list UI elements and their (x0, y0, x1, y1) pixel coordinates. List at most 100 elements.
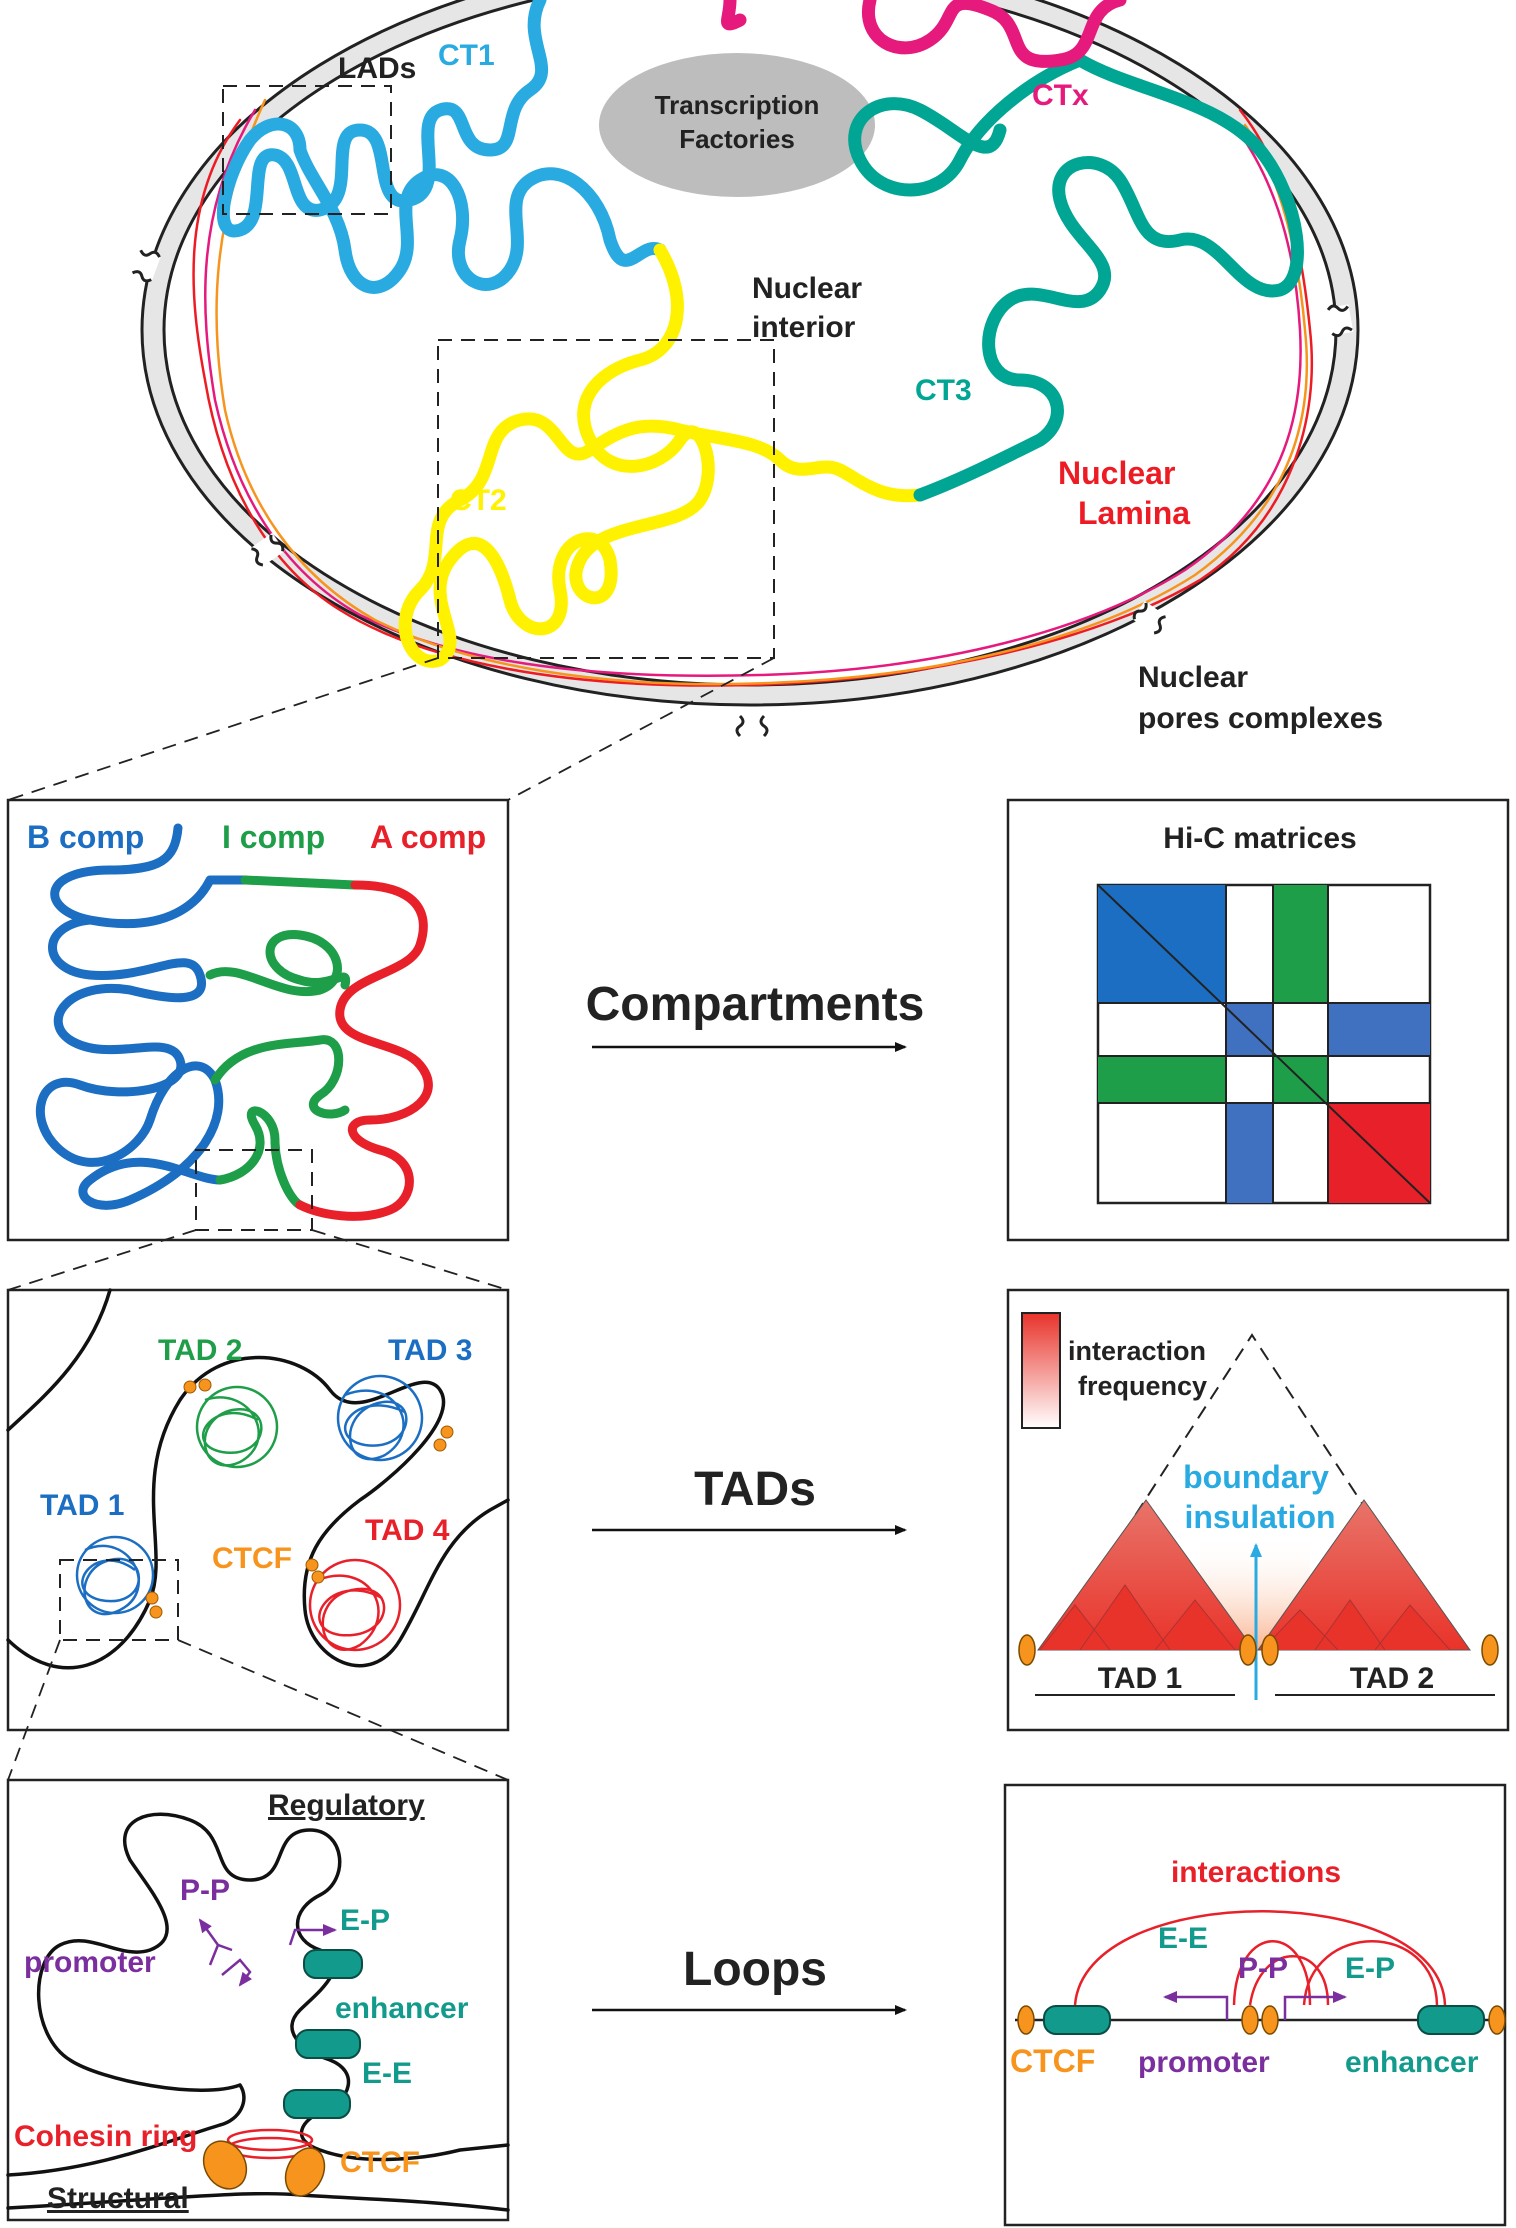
ep-arrow (288, 1924, 337, 1946)
loops-arrow-label: Loops (683, 1943, 827, 1996)
boundary-label-2: insulation (1184, 1499, 1335, 1535)
i-compartment-chromatin (205, 875, 360, 1210)
zoom-line (177, 1639, 509, 1781)
zoom-line (7, 1229, 197, 1291)
tads-panel: TAD 2 TAD 3 TAD 1 TAD 4 CTCF TADs intera… (6, 1288, 1510, 1732)
a-comp-label: A comp (370, 819, 486, 855)
enhancer-box (303, 1949, 363, 1979)
enhancer-box (1417, 2005, 1485, 2035)
pp-arrows (200, 1920, 233, 1966)
interaction-arcs (1073, 1910, 1447, 2006)
zoom-line (7, 657, 439, 801)
r-ee-label: E-E (1158, 1922, 1208, 1955)
nuclear-interior-label-2: interior (752, 311, 856, 344)
nuclear-lamina-label-2: Lamina (1078, 495, 1190, 531)
sub-tad-triangles (1039, 1584, 1451, 1651)
regulatory-label: Regulatory (268, 1789, 425, 1822)
tad-4-globule (308, 1558, 402, 1652)
tads-arrow-label: TADs (694, 1463, 816, 1516)
tads-chromatin-fiber (6, 1288, 510, 1670)
hic-cell-i (1098, 1056, 1226, 1103)
tad-2-label: TAD 2 (158, 1334, 242, 1367)
lads-label: LADs (338, 52, 416, 85)
nuclear-pore-complex (130, 248, 162, 283)
a-compartment-chromatin (295, 880, 433, 1221)
nuclear-lamina-label-1: Nuclear (1058, 455, 1175, 491)
tad-1-label: TAD 1 (40, 1489, 124, 1522)
legend-label-2: frequency (1078, 1371, 1207, 1401)
nuclear-pore-complex (1326, 304, 1354, 338)
pp-arrows-2 (221, 1958, 253, 1987)
hic-matrices-title: Hi-C matrices (1163, 822, 1356, 855)
transcription-factories-label-1: Transcription (655, 90, 820, 120)
hic-cell-i (1273, 885, 1328, 1003)
loops-panel: Regulatory Structural P-P E-P promoter e… (6, 1778, 1507, 2227)
boundary-label-1: boundary (1183, 1459, 1329, 1495)
ct2-zoom-box (437, 339, 775, 659)
lads-region-box (222, 85, 392, 215)
ct3-label: CT3 (915, 374, 972, 407)
i-comp-label: I comp (222, 819, 325, 855)
nuclear-lamina-line-3 (215, 98, 1309, 686)
transcription-factories-label-2: Factories (679, 124, 795, 154)
zoom-line (507, 657, 775, 801)
promoter-arrow-left (1163, 1991, 1229, 2020)
ct3-chromosome (848, 53, 1304, 502)
compartments-box (6, 798, 510, 1242)
nuclear-lamina-line-2 (204, 108, 1302, 677)
linear-enhancers (1043, 2005, 1485, 2035)
enhancer-box (1043, 2005, 1111, 2035)
ctcf-label: CTCF (212, 1542, 292, 1575)
nuclear-pores-label-1: Nuclear (1138, 661, 1248, 694)
tad-1-axis-label: TAD 1 (1098, 1662, 1182, 1695)
linear-ctcf-sites (1017, 2005, 1506, 2035)
tad-2-axis-label: TAD 2 (1350, 1662, 1434, 1695)
compartments-panel: B comp I comp A comp Compartments Hi-C m… (6, 798, 1510, 1242)
compartments-arrow-label: Compartments (586, 978, 925, 1031)
enhancer-label: enhancer (335, 1992, 469, 2025)
legend-label-1: interaction (1068, 1336, 1206, 1366)
ctx-chromosome (721, 0, 1127, 68)
b-comp-label: B comp (27, 819, 144, 855)
enhancer-box (283, 2089, 351, 2119)
ctx-label: CTx (1032, 79, 1089, 112)
tad-4-label: TAD 4 (365, 1514, 450, 1547)
cohesin-ring-label: Cohesin ring (14, 2120, 197, 2153)
zoom-line (311, 1229, 509, 1291)
r-ctcf-label: CTCF (1010, 2043, 1095, 2079)
nucleus-panel: LADs CT1 CT2 CT3 CTx Transcription Facto… (130, 0, 1383, 738)
ep-label: E-P (340, 1904, 390, 1937)
interaction-frequency-legend (1021, 1312, 1061, 1429)
hic-matrix (1096, 883, 1432, 1205)
pp-label: P-P (180, 1874, 230, 1907)
r-enhancer-label: enhancer (1345, 2046, 1479, 2079)
nuclear-pores-label-2: pores complexes (1138, 702, 1383, 735)
loops-box (6, 1778, 510, 2222)
r-promoter-label: promoter (1138, 2046, 1270, 2079)
tad-2-globule (195, 1385, 279, 1469)
enhancer-boxes (283, 1949, 363, 2119)
ct1-chromosome (216, 0, 667, 294)
r-ep-label: E-P (1345, 1952, 1395, 1985)
nuclear-pore-complex (735, 714, 769, 738)
hic-cell-b (1226, 1103, 1273, 1203)
enhancer-box (295, 2029, 361, 2059)
tad-boundary-ctcf (1018, 1634, 1499, 1666)
compartments-zoom-box (195, 1149, 313, 1231)
tads-zoom-box (59, 1559, 179, 1641)
tad-profile-box (1006, 1288, 1510, 1732)
tad-3-globule (336, 1374, 424, 1462)
ct1-label: CT1 (438, 39, 495, 72)
ctcf-proteins (202, 2140, 326, 2197)
ee-label: E-E (362, 2057, 412, 2090)
loops-ctcf-label: CTCF (340, 2146, 420, 2179)
interactions-label: interactions (1171, 1856, 1341, 1889)
ctcf-anchors (145, 1378, 454, 1619)
nuclear-lamina-line (192, 108, 1314, 687)
tad-3-label: TAD 3 (388, 1334, 472, 1367)
ct2-chromosome (398, 243, 927, 668)
ct2-label: CT2 (450, 484, 507, 517)
nuclear-interior-label-1: Nuclear (752, 272, 862, 305)
transcription-factories-blob (599, 53, 875, 197)
